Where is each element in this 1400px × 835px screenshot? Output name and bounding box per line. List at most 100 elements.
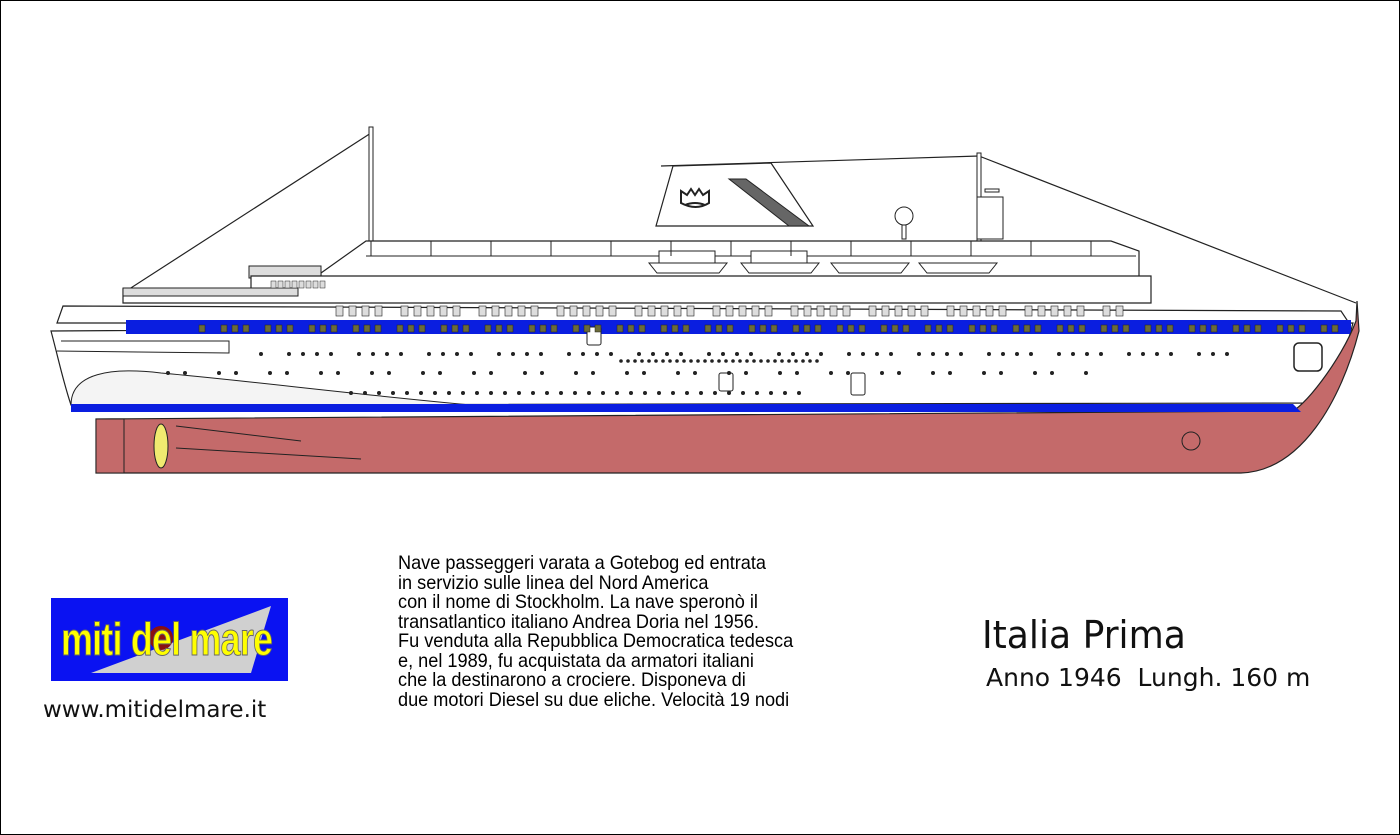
porthole — [685, 391, 689, 395]
window — [231, 324, 239, 333]
window — [924, 324, 932, 333]
window — [335, 305, 344, 317]
porthole — [559, 391, 563, 395]
porthole — [217, 371, 221, 375]
porthole — [777, 352, 781, 356]
porthole — [427, 352, 431, 356]
porthole — [511, 352, 515, 356]
porthole — [1085, 352, 1089, 356]
porthole — [469, 352, 473, 356]
window — [726, 324, 734, 333]
funnel-stripe — [727, 178, 811, 227]
radar-dome — [894, 206, 914, 226]
porthole — [931, 352, 935, 356]
hull-topsides — [50, 322, 1354, 406]
porthole — [721, 352, 725, 356]
porthole — [301, 352, 305, 356]
window — [1144, 324, 1152, 333]
porthole — [1099, 352, 1103, 356]
porthole — [581, 352, 585, 356]
window — [298, 280, 305, 289]
logo[interactable]: miti del mare — [51, 598, 288, 681]
window — [361, 305, 370, 317]
porthole — [707, 352, 711, 356]
porthole — [574, 371, 578, 375]
logo-text: miti del mare — [61, 613, 274, 666]
porthole — [497, 352, 501, 356]
window — [847, 324, 855, 333]
window — [1078, 324, 1086, 333]
porthole — [717, 359, 721, 363]
window — [1023, 324, 1031, 333]
porthole — [609, 352, 613, 356]
porthole — [931, 371, 935, 375]
porthole — [1071, 352, 1075, 356]
window — [264, 324, 272, 333]
porthole — [679, 352, 683, 356]
porthole — [438, 371, 442, 375]
porthole — [166, 371, 170, 375]
porthole — [787, 359, 791, 363]
porthole — [815, 359, 819, 363]
window — [972, 305, 981, 317]
window — [616, 324, 624, 333]
porthole — [1029, 352, 1033, 356]
porthole — [661, 359, 665, 363]
window — [1067, 324, 1075, 333]
window — [418, 324, 426, 333]
porthole — [619, 359, 623, 363]
window — [569, 305, 578, 317]
porthole — [713, 391, 717, 395]
window — [751, 305, 760, 317]
window — [1232, 324, 1240, 333]
window — [792, 324, 800, 333]
porthole — [696, 359, 700, 363]
porthole — [540, 371, 544, 375]
porthole — [665, 352, 669, 356]
porthole — [982, 371, 986, 375]
window — [1320, 324, 1328, 333]
porthole — [573, 391, 577, 395]
window — [308, 324, 316, 333]
window — [770, 324, 778, 333]
window — [583, 324, 591, 333]
porthole — [805, 352, 809, 356]
website-link[interactable]: www.mitidelmare.it — [43, 697, 267, 723]
porthole — [710, 359, 714, 363]
window — [319, 280, 326, 289]
porthole — [880, 371, 884, 375]
description-line: Fu venduta alla Repubblica Democratica t… — [398, 630, 794, 652]
window — [1115, 305, 1124, 317]
window — [426, 305, 435, 317]
window — [277, 280, 284, 289]
porthole — [370, 371, 374, 375]
window — [1037, 305, 1046, 317]
porthole — [752, 359, 756, 363]
anchor-pocket — [1293, 342, 1323, 372]
porthole — [654, 359, 658, 363]
porthole — [433, 391, 437, 395]
window — [452, 305, 461, 317]
window — [998, 305, 1007, 317]
porthole — [643, 391, 647, 395]
porthole — [769, 391, 773, 395]
porthole — [773, 359, 777, 363]
porthole — [766, 359, 770, 363]
porthole — [738, 359, 742, 363]
porthole — [461, 391, 465, 395]
porthole — [625, 371, 629, 375]
porthole — [1197, 352, 1201, 356]
porthole — [657, 391, 661, 395]
ship-description: Nave passeggeri varata a Gotebog ed entr… — [398, 553, 794, 710]
porthole — [735, 352, 739, 356]
window — [858, 324, 866, 333]
porthole — [377, 391, 381, 395]
window — [1063, 305, 1072, 317]
window — [363, 324, 371, 333]
porthole — [897, 371, 901, 375]
description-line: e, nel 1989, fu acquistata da armatori i… — [398, 649, 754, 672]
porthole — [1155, 352, 1159, 356]
porthole — [703, 359, 707, 363]
window — [1155, 324, 1163, 333]
